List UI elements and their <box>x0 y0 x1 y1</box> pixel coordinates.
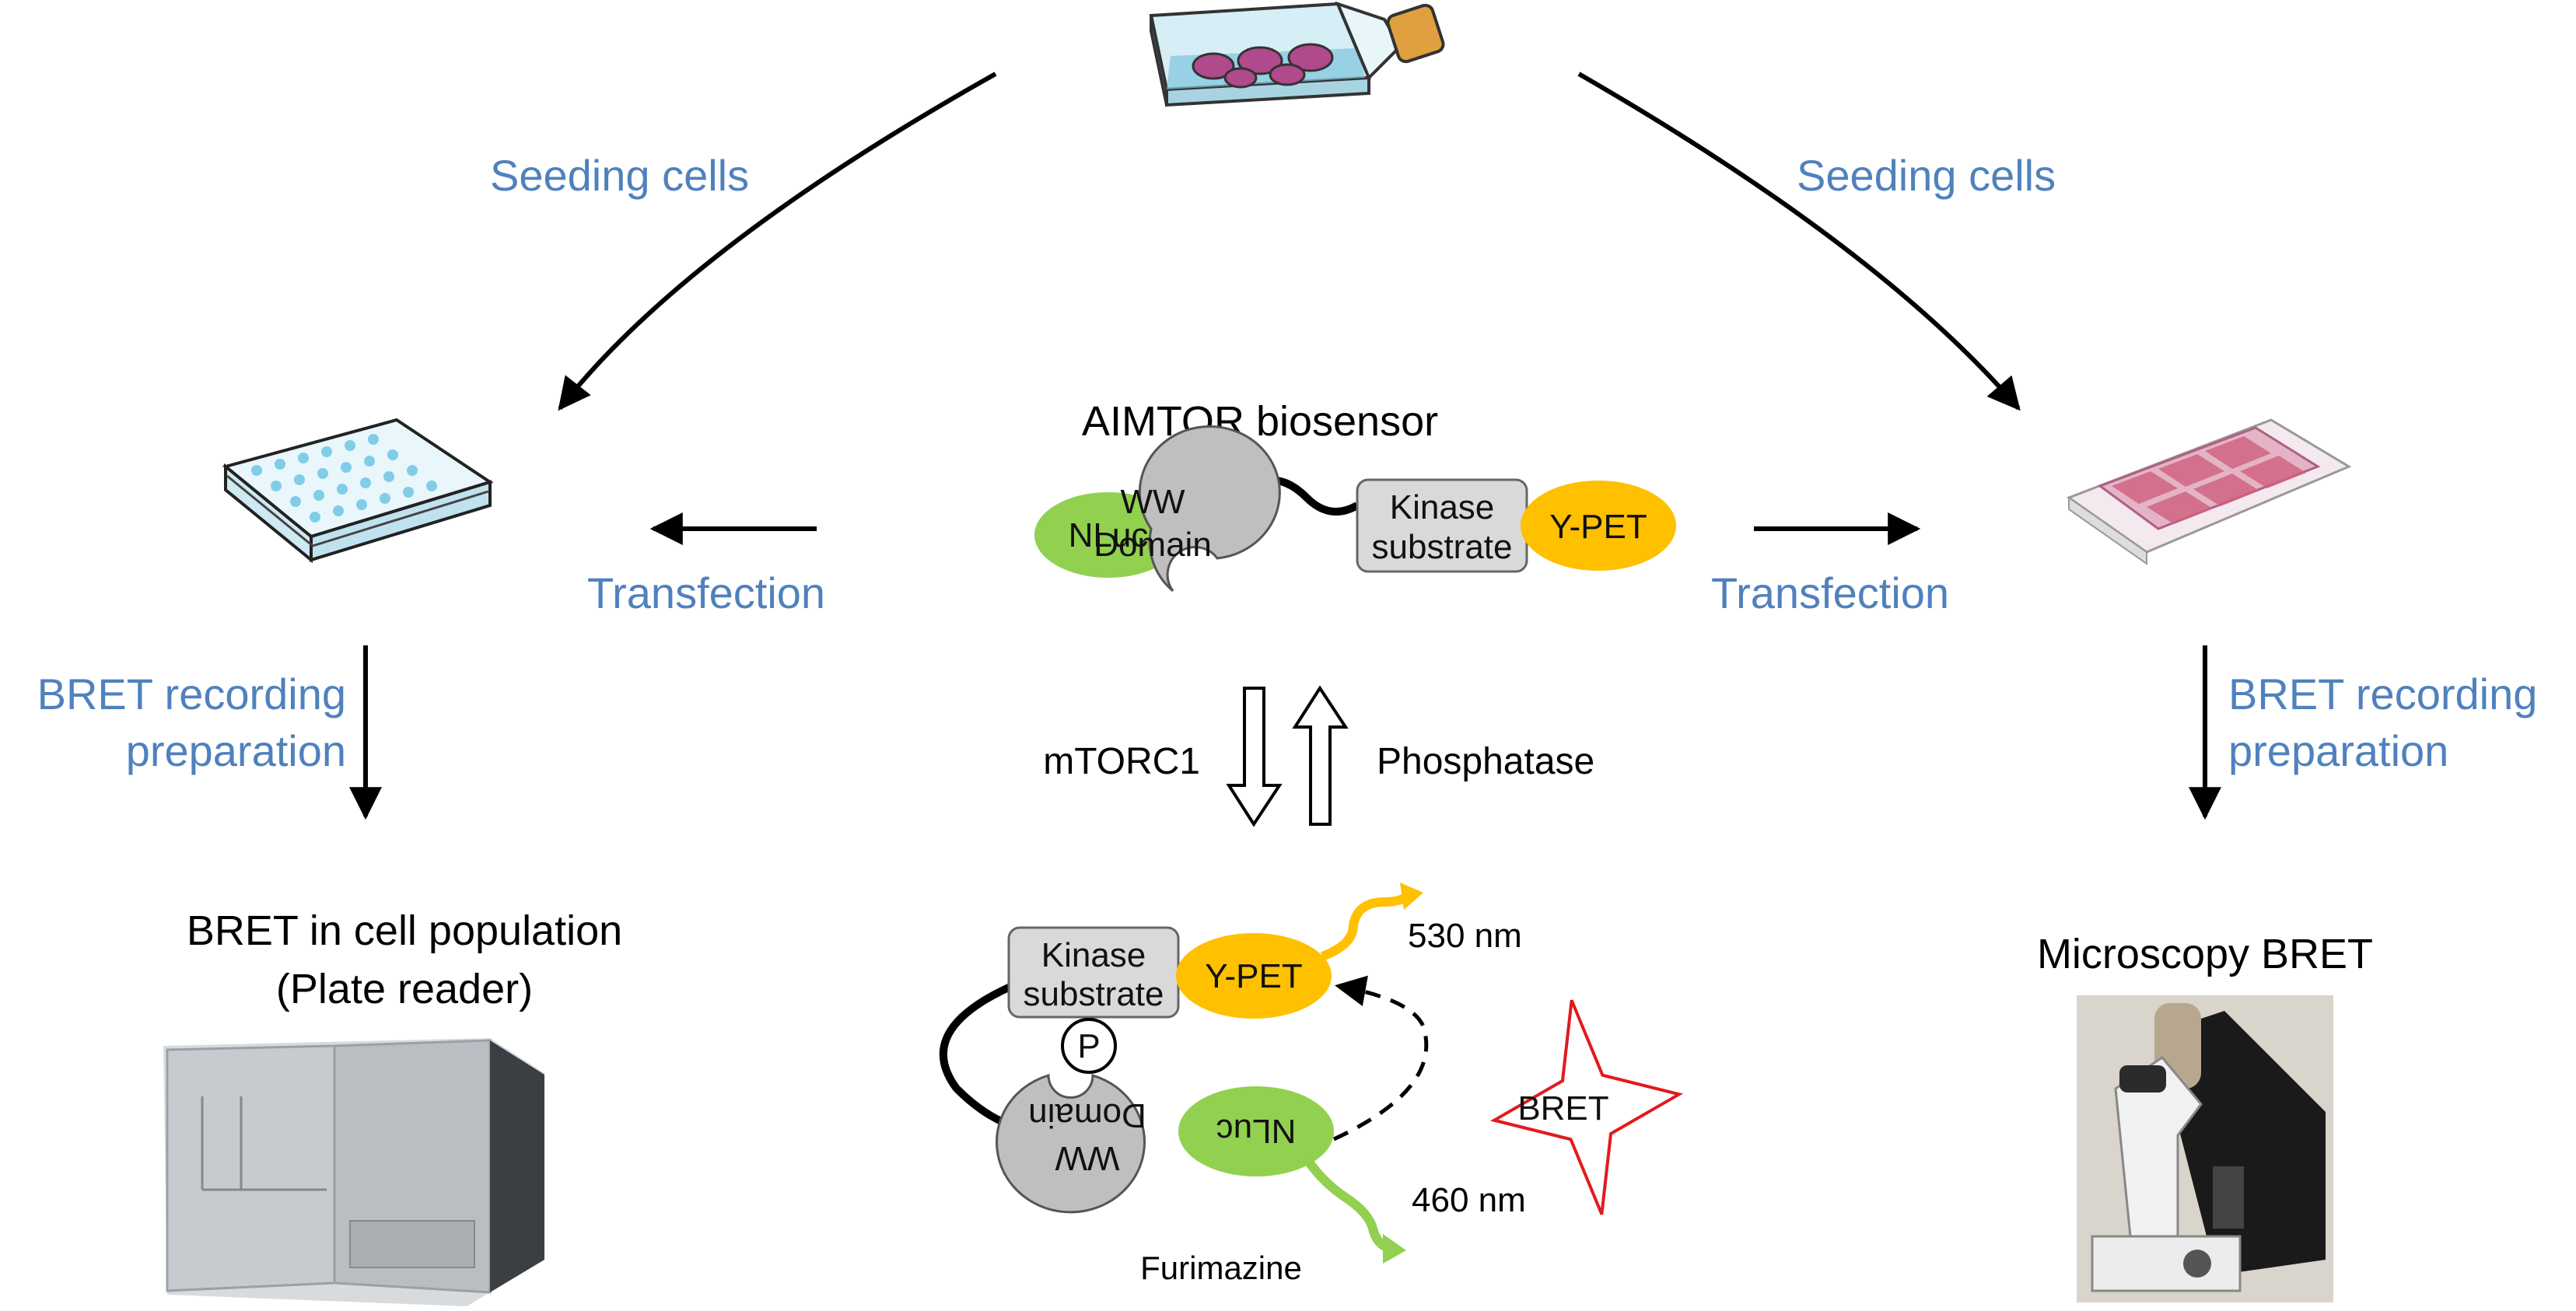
seeding-cells-left-label: Seeding cells <box>490 151 749 200</box>
phospho-label: P <box>1077 1027 1100 1065</box>
arrow-to-chamber-slide <box>1577 72 2021 411</box>
plate-reader-icon <box>163 1038 544 1306</box>
ypet-node-bottom <box>1176 933 1332 1019</box>
biosensor-title: AIMTOR biosensor <box>1082 398 1438 445</box>
bret-star-label: BRET <box>1517 1089 1608 1127</box>
kinase-label-top-2: substrate <box>1372 528 1513 566</box>
ypet-label-top: Y-PET <box>1549 508 1647 546</box>
biosensor-open-state: NLuc WW Domain Kinase substrate Y-PET <box>1034 425 1676 593</box>
seeding-cells-right-label: Seeding cells <box>1797 151 2056 200</box>
ww-label-bottom-1: WW <box>1055 1139 1120 1177</box>
kinase-label-top-1: Kinase <box>1390 488 1495 526</box>
ww-label-bottom-2: Domain <box>1028 1096 1146 1134</box>
bret-star-icon <box>1489 999 1684 1215</box>
emission-530-arrow <box>1320 892 1411 961</box>
phosphatase-arrow <box>1292 685 1349 826</box>
population-title-line2: (Plate reader) <box>276 966 533 1012</box>
population-title-line1: BRET in cell population <box>187 907 622 954</box>
bret-prep-left-line1: BRET recording <box>37 669 346 718</box>
ypet-node-top <box>1521 481 1676 571</box>
ww-domain-node-top <box>1138 425 1281 593</box>
bret-prep-right-line1: BRET recording <box>2228 669 2537 718</box>
ww-domain-node-bottom <box>996 1073 1146 1214</box>
ww-label-top-2: Domain <box>1094 526 1212 564</box>
phosphatase-label: Phosphatase <box>1377 741 1594 782</box>
furimazine-label: Furimazine <box>1140 1250 1302 1286</box>
culture-flask-icon <box>1149 1 1445 107</box>
transfection-left-label: Transfection <box>587 568 825 617</box>
wavelength-530-label: 530 nm <box>1408 917 1522 955</box>
ww-label-top-1: WW <box>1120 483 1185 521</box>
nluc-label-bottom: NLuc <box>1216 1112 1297 1150</box>
nluc-node-bottom <box>1178 1086 1334 1176</box>
microscope-icon <box>2077 995 2333 1302</box>
biosensor-closed-state: Kinase substrate Y-PET P WW Domain NLuc <box>940 926 1334 1214</box>
phospho-group <box>1061 1018 1117 1074</box>
bret-prep-left-line2: preparation <box>126 726 346 775</box>
kinase-label-bottom-2: substrate <box>1024 975 1164 1013</box>
bret-prep-right-line2: preparation <box>2228 726 2448 775</box>
transfection-right-label: Transfection <box>1711 568 1949 617</box>
emission-460-arrow <box>1303 1155 1391 1253</box>
chamber-slide-icon <box>2066 418 2352 565</box>
well-plate-icon <box>222 418 494 564</box>
ypet-label-bottom: Y-PET <box>1205 957 1303 995</box>
kinase-label-bottom-1: Kinase <box>1041 936 1146 974</box>
mtorc1-arrow <box>1226 687 1283 827</box>
arrow-to-plate <box>558 72 997 411</box>
nluc-label-top: NLuc <box>1069 516 1149 554</box>
mtorc1-label: mTORC1 <box>1043 741 1200 782</box>
wavelength-460-label: 460 nm <box>1412 1181 1526 1219</box>
microscopy-title: Microscopy BRET <box>2037 931 2373 977</box>
bret-transfer-arrow <box>1332 975 1429 1141</box>
